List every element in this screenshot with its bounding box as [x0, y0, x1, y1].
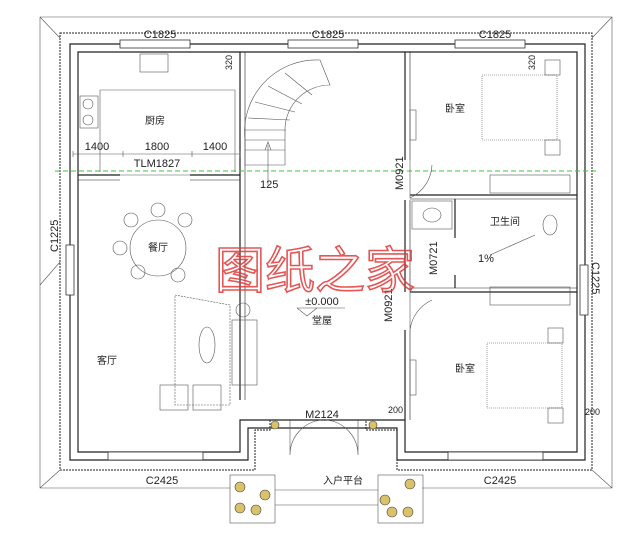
roof-outline	[39, 16, 613, 489]
window-label: C1225	[49, 220, 61, 252]
slope-label: 1%	[478, 253, 494, 265]
dimension-label: 1800	[145, 141, 169, 153]
room-label-porch: 入户平台	[323, 474, 363, 487]
level-marker-icon	[296, 307, 345, 317]
window-label: C1825	[312, 29, 344, 41]
room-label-living: 客厅	[97, 354, 117, 367]
room-label-bedroom: 卧室	[445, 102, 465, 115]
room-label-hall: 堂屋	[312, 315, 332, 327]
bathroom-fixtures	[411, 200, 558, 256]
windows	[65, 39, 589, 461]
doors	[120, 160, 433, 456]
room-label-bathroom: 卫生间	[490, 215, 520, 228]
beds	[409, 59, 571, 424]
dimension-label: 1400	[203, 141, 227, 153]
stair	[244, 59, 331, 185]
dimension-label: 200	[585, 407, 600, 417]
dimension-label: 320	[527, 55, 537, 70]
window-label: C2425	[146, 475, 178, 487]
watermark: 图纸之家	[215, 242, 415, 300]
door-label: M2124	[305, 409, 339, 421]
window-label: C1825	[479, 29, 511, 41]
door-label: M0921	[394, 156, 406, 190]
dimension-label: 1400	[85, 141, 109, 153]
level-label: ±0.000	[305, 296, 339, 308]
dimension-label: 125	[260, 179, 278, 191]
window-label: C2425	[484, 475, 516, 487]
interior-walls	[78, 52, 577, 420]
door-label: TLM1827	[134, 158, 180, 170]
door-label: M0921	[383, 288, 395, 322]
room-label-kitchen: 厨房	[145, 114, 165, 127]
dimension-label: 320	[224, 55, 234, 70]
room-label-dining: 餐厅	[148, 241, 168, 254]
porch	[229, 420, 424, 524]
dimension-line	[72, 151, 241, 157]
kitchen-fixtures	[79, 53, 236, 172]
window-label: C1225	[589, 262, 601, 294]
furniture	[112, 202, 258, 411]
window-label: C1825	[144, 29, 176, 41]
door-label: M0721	[428, 241, 440, 275]
room-label-bedroom: 卧室	[455, 362, 475, 375]
dimension-label: 200	[388, 405, 403, 415]
